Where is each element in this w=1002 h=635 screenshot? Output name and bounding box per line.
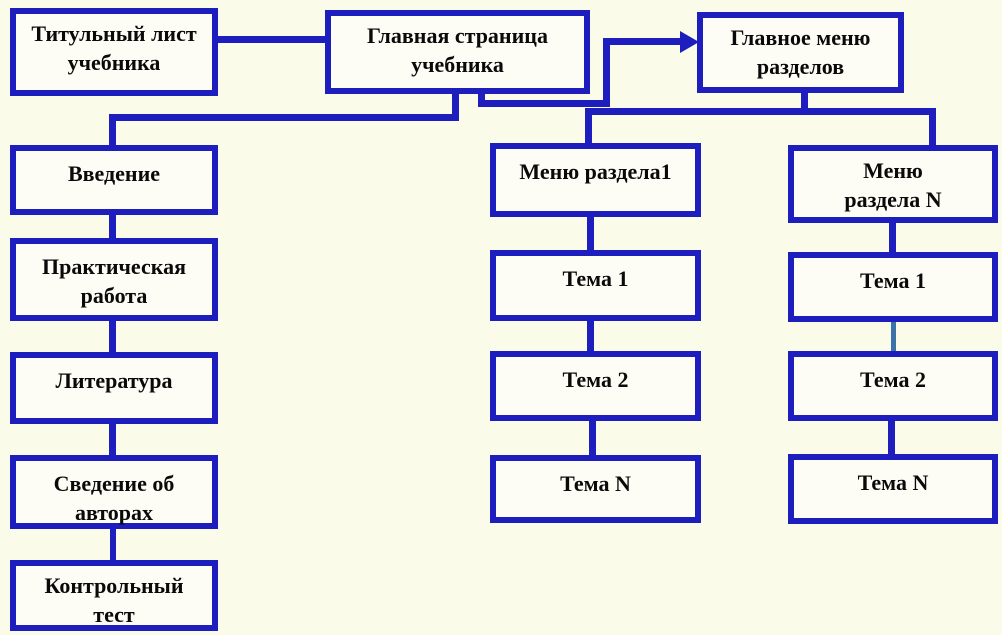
node-sectionN-topic2: Тема 2	[788, 351, 998, 421]
node-main-page: Главная страница учебника	[325, 10, 590, 94]
connector-section1-topic2-topicN	[589, 421, 596, 455]
node-authors-info: Сведение об авторах	[10, 455, 218, 529]
connector-introduction-practical	[109, 215, 116, 238]
node-section1-topicN: Тема N	[490, 455, 701, 523]
connector-practical-literature	[109, 321, 116, 352]
connector-section1-topic1-topic2	[587, 321, 594, 351]
node-section1-menu: Меню раздела1	[490, 143, 701, 217]
connector-literature-authors	[109, 424, 116, 455]
node-sectionN-topic1: Тема 1	[788, 252, 998, 322]
connector-into-section1-menu	[585, 108, 592, 143]
connector-arrow-shaft	[610, 38, 684, 45]
connector-sections-horizontal	[585, 108, 936, 115]
node-sectionN-menu: Меню раздела N	[788, 145, 998, 223]
node-section1-topic2: Тема 2	[490, 351, 701, 421]
node-sectionN-topicN: Тема N	[788, 454, 998, 524]
node-literature: Литература	[10, 352, 218, 424]
connector-left-branch-horizontal	[109, 114, 459, 121]
connector-authors-controltest	[110, 529, 116, 560]
node-practical-work: Практическая работа	[10, 238, 218, 321]
connector-section1-menu-topic1	[587, 217, 594, 250]
connector-title-to-main	[218, 36, 325, 43]
connector-arrow-stem	[603, 38, 610, 107]
connector-into-sectionN-menu	[929, 108, 936, 145]
connector-into-introduction	[109, 114, 116, 145]
connector-sectionN-menu-topic1	[889, 223, 896, 252]
connector-mainpage-down	[452, 94, 459, 120]
node-section1-topic1: Тема 1	[490, 250, 701, 321]
connector-mainpage-horizontal	[478, 100, 610, 107]
node-control-test: Контрольный тест	[10, 560, 218, 631]
connector-sectionN-topic1-topic2	[891, 322, 896, 351]
arrow-head	[680, 31, 699, 53]
connector-mainmenu-stub	[801, 93, 808, 112]
node-title-page: Титульный лист учебника	[10, 8, 218, 96]
node-main-menu: Главное меню разделов	[697, 12, 904, 93]
node-introduction: Введение	[10, 145, 218, 215]
connector-mainpage-hook	[478, 94, 485, 104]
connector-sectionN-topic2-topicN	[888, 421, 895, 454]
